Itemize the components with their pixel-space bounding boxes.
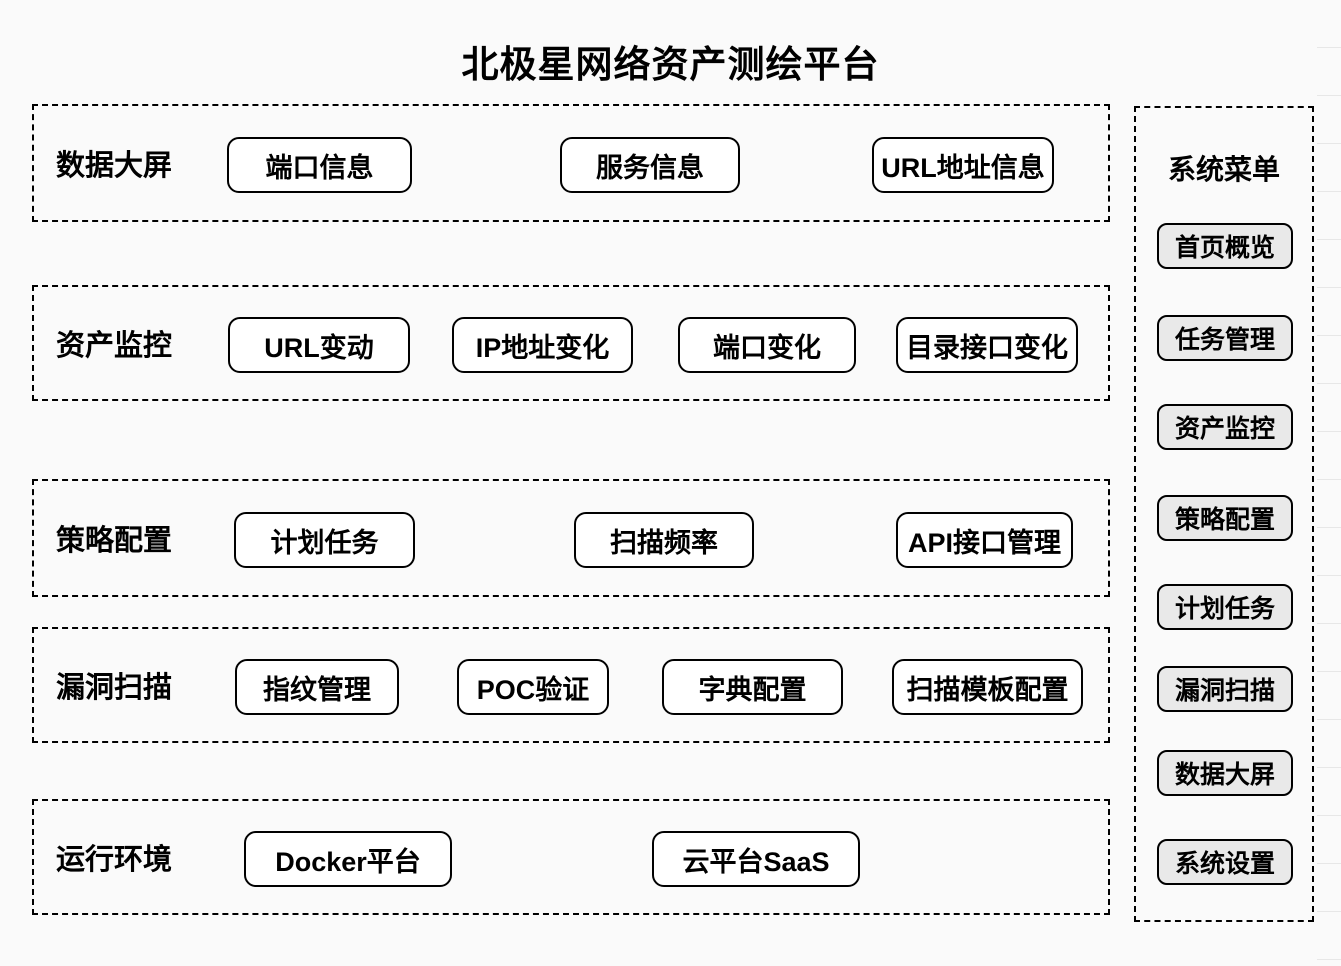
node-port-change[interactable]: 端口变化 (678, 317, 856, 373)
menu-item-data-dashboard[interactable]: 数据大屏 (1157, 750, 1293, 796)
section-policy-config: 策略配置 计划任务 扫描频率 API接口管理 (32, 479, 1110, 597)
menu-item-home-overview[interactable]: 首页概览 (1157, 223, 1293, 269)
page-title: 北极星网络资产测绘平台 (461, 44, 880, 85)
section-data-dashboard: 数据大屏 端口信息 服务信息 URL地址信息 (32, 104, 1110, 222)
menu-item-system-settings[interactable]: 系统设置 (1157, 839, 1293, 885)
section-runtime-environment: 运行环境 Docker平台 云平台SaaS (32, 799, 1110, 915)
section-vuln-scan: 漏洞扫描 指纹管理 POC验证 字典配置 扫描模板配置 (32, 627, 1110, 743)
node-scheduled-tasks[interactable]: 计划任务 (234, 512, 415, 568)
node-cloud-saas[interactable]: 云平台SaaS (652, 831, 860, 887)
node-scan-frequency[interactable]: 扫描频率 (574, 512, 754, 568)
node-api-management[interactable]: API接口管理 (896, 512, 1073, 568)
node-service-info[interactable]: 服务信息 (560, 137, 740, 193)
node-fingerprint-management[interactable]: 指纹管理 (235, 659, 399, 715)
menu-item-vuln-scan[interactable]: 漏洞扫描 (1157, 666, 1293, 712)
section-label-data-dashboard: 数据大屏 (56, 150, 173, 182)
page-edge-gridlines (1317, 0, 1341, 966)
node-ip-change[interactable]: IP地址变化 (452, 317, 633, 373)
node-dictionary-config[interactable]: 字典配置 (662, 659, 843, 715)
node-directory-api-change[interactable]: 目录接口变化 (896, 317, 1078, 373)
section-label-asset-monitoring: 资产监控 (56, 330, 173, 362)
node-url-change[interactable]: URL变动 (228, 317, 410, 373)
section-label-runtime-environment: 运行环境 (56, 844, 173, 876)
node-docker-platform[interactable]: Docker平台 (244, 831, 452, 887)
node-port-info[interactable]: 端口信息 (227, 137, 412, 193)
node-url-address-info[interactable]: URL地址信息 (872, 137, 1054, 193)
menu-item-task-management[interactable]: 任务管理 (1157, 315, 1293, 361)
menu-item-asset-monitoring[interactable]: 资产监控 (1157, 404, 1293, 450)
system-menu-title: 系统菜单 (1167, 154, 1280, 185)
section-label-vuln-scan: 漏洞扫描 (56, 672, 173, 704)
section-label-policy-config: 策略配置 (56, 525, 173, 557)
menu-item-scheduled-tasks[interactable]: 计划任务 (1157, 584, 1293, 630)
menu-item-policy-config[interactable]: 策略配置 (1157, 495, 1293, 541)
section-asset-monitoring: 资产监控 URL变动 IP地址变化 端口变化 目录接口变化 (32, 285, 1110, 401)
node-poc-verification[interactable]: POC验证 (457, 659, 609, 715)
system-menu-panel: 系统菜单 首页概览 任务管理 资产监控 策略配置 计划任务 漏洞扫描 数据大屏 … (1134, 106, 1314, 922)
node-scan-template-config[interactable]: 扫描模板配置 (892, 659, 1083, 715)
